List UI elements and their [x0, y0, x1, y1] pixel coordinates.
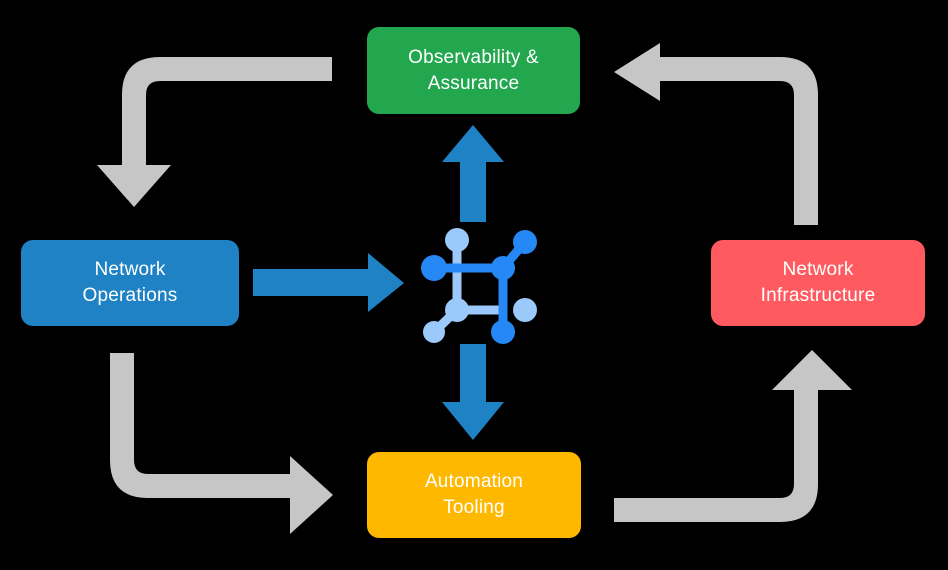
- node-network-operations-label: Network Operations: [82, 259, 178, 306]
- arrow-infrastructure-to-observability: [614, 43, 818, 225]
- network-graph-icon: [421, 228, 537, 344]
- arrow-operations-to-automation: [110, 353, 333, 534]
- arrow-automation-to-infrastructure: [614, 350, 852, 522]
- node-observability-assurance[interactable]: Observability & Assurance: [367, 27, 580, 114]
- node-network-infrastructure[interactable]: Network Infrastructure: [711, 240, 925, 326]
- arrow-center-to-observability: [442, 125, 504, 222]
- graph-edges-secondary: [429, 235, 508, 337]
- node-network-infrastructure-label: Network Infrastructure: [760, 259, 876, 306]
- graph-nodes-primary: [421, 230, 537, 344]
- node-network-operations[interactable]: Network Operations: [21, 240, 239, 326]
- arrow-center-to-automation: [442, 344, 504, 440]
- graph-nodes-secondary: [423, 228, 537, 343]
- arrow-observability-to-operations: [97, 57, 332, 207]
- node-observability-label: Observability & Assurance: [408, 46, 539, 94]
- node-automation-tooling-label: Automation Tooling: [424, 471, 524, 518]
- arrow-operations-to-center: [253, 253, 404, 312]
- node-automation-tooling[interactable]: Automation Tooling: [367, 452, 581, 538]
